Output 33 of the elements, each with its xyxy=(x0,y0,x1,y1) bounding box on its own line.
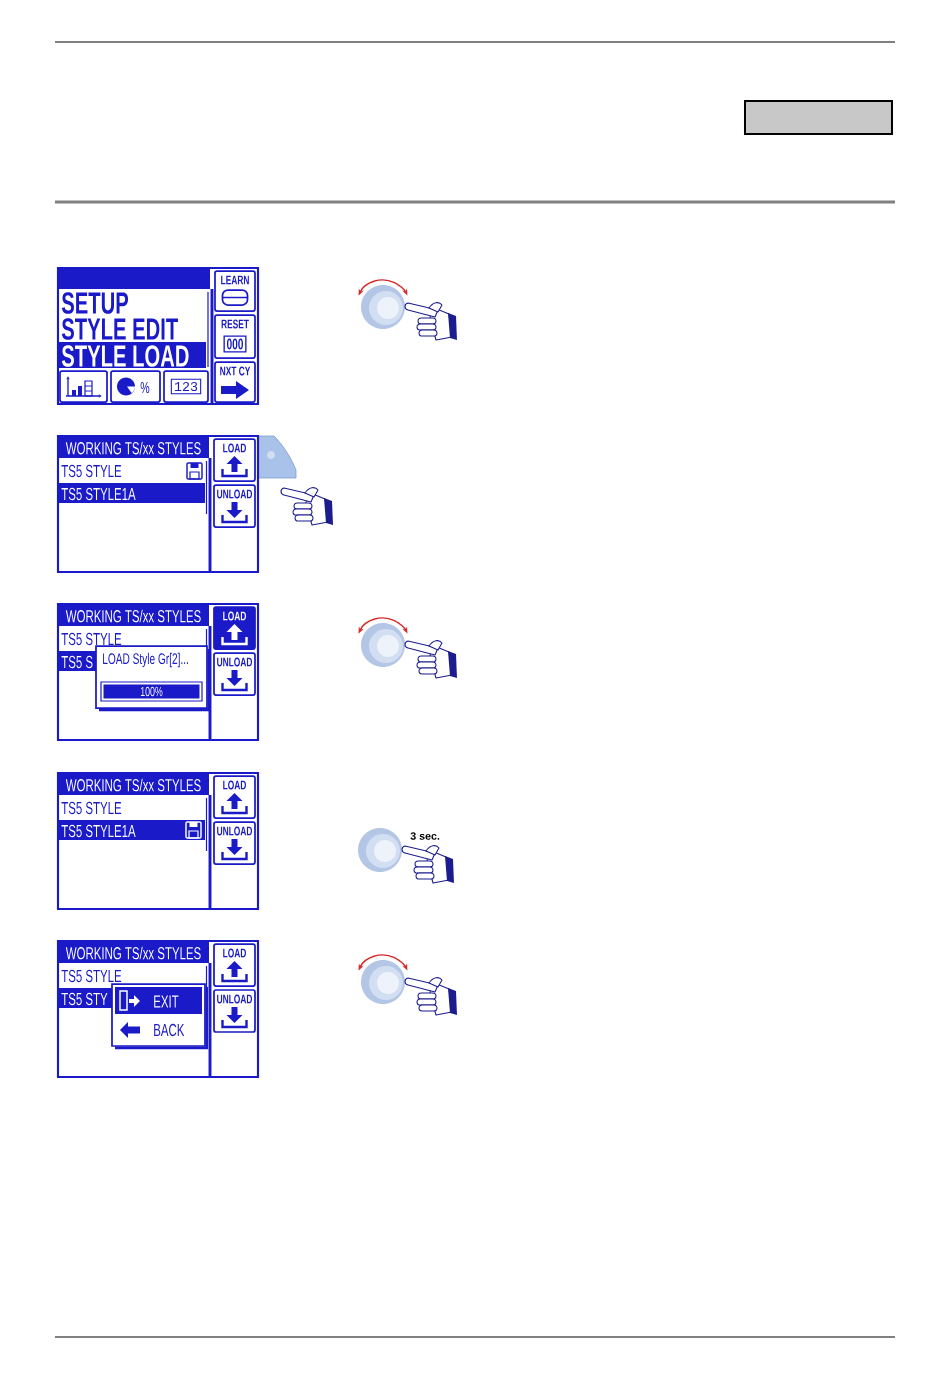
title-bar: WORKING TS/xx STYLES xyxy=(58,773,209,795)
menu-item: TS5 STYLE xyxy=(61,632,122,646)
selected-row: TS5 S xyxy=(58,651,96,671)
selected-row: TS5 STY xyxy=(58,988,112,1008)
soft-key: LOAD xyxy=(213,438,256,482)
selected-row: TS5 STYLE1A xyxy=(58,820,205,840)
selected-row: STYLE LOAD xyxy=(58,342,206,368)
soft-key: LEARN xyxy=(214,270,256,312)
menu-item: TS5 STYLE xyxy=(61,464,122,478)
soft-key: LOAD xyxy=(213,775,256,819)
node-label: EXIT xyxy=(154,995,179,1008)
menu-item: TS5 STYLE xyxy=(61,969,122,983)
soft-key: UNLOAD xyxy=(213,821,256,865)
menu-item: TS5 STYLE xyxy=(61,801,122,815)
soft-key: LOAD xyxy=(213,606,256,650)
dialog-message: LOAD Style Gr[2]... xyxy=(103,652,188,668)
menu-item: BACK xyxy=(154,1023,185,1037)
soft-key: UNLOAD xyxy=(213,989,256,1033)
selected-row: EXIT xyxy=(115,987,202,1014)
menu-item: STYLE EDIT xyxy=(61,318,178,340)
duration-label: 3 sec. xyxy=(410,832,440,840)
soft-key: RESET 000 xyxy=(214,314,256,359)
title-bar xyxy=(58,268,210,289)
soft-key: 123 xyxy=(163,370,209,403)
title-bar: WORKING TS/xx STYLES xyxy=(58,436,209,458)
selected-row: TS5 STYLE1A xyxy=(58,483,205,503)
soft-key: UNLOAD xyxy=(213,484,256,528)
menu-item: SETUP xyxy=(61,292,129,314)
soft-key: LOAD xyxy=(213,943,256,987)
progress-bar: 100% xyxy=(100,681,203,702)
title-bar: WORKING TS/xx STYLES xyxy=(58,941,209,963)
title-bar: WORKING TS/xx STYLES xyxy=(58,604,209,626)
soft-key: UNLOAD xyxy=(213,652,256,696)
